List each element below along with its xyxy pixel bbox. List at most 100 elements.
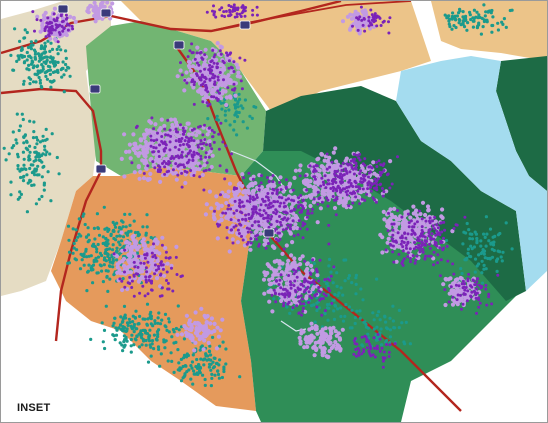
lavender-point	[293, 168, 298, 173]
lavender-point	[453, 278, 458, 283]
lavender-point	[394, 243, 399, 248]
purple-point	[216, 89, 220, 93]
lavender-point	[169, 263, 174, 268]
purple-point	[333, 198, 336, 202]
teal-point	[124, 337, 128, 341]
teal-point	[102, 328, 107, 332]
teal-point	[37, 54, 42, 58]
teal-point	[90, 244, 95, 248]
purple-point	[240, 200, 244, 204]
lavender-point	[440, 207, 445, 212]
lavender-point	[393, 215, 398, 220]
purple-point	[282, 247, 286, 251]
purple-point	[330, 160, 334, 164]
lavender-point	[267, 277, 272, 282]
teal-point	[472, 8, 476, 12]
teal-point	[223, 113, 227, 117]
purple-point	[164, 133, 168, 137]
purple-point	[353, 157, 357, 161]
lavender-point	[142, 151, 147, 156]
purple-point	[181, 126, 185, 130]
teal-point	[140, 343, 144, 347]
teal-point	[490, 30, 494, 34]
teal-point	[469, 244, 473, 248]
teal-point	[472, 245, 476, 249]
purple-point	[305, 215, 309, 219]
lavender-point	[320, 350, 325, 355]
teal-point	[486, 256, 490, 261]
teal-point	[20, 55, 24, 59]
purple-point	[417, 243, 421, 247]
purple-point	[439, 258, 443, 262]
purple-point	[432, 250, 436, 254]
purple-point	[345, 193, 349, 197]
purple-point	[395, 240, 398, 244]
teal-point	[477, 21, 481, 25]
teal-point	[111, 265, 115, 269]
purple-point	[427, 234, 431, 238]
lavender-point	[425, 216, 430, 221]
purple-point	[57, 31, 61, 34]
lavender-point	[318, 344, 323, 349]
purple-point	[367, 175, 370, 179]
teal-point	[35, 65, 39, 69]
lavender-point	[136, 153, 141, 158]
purple-point	[295, 275, 299, 279]
purple-point	[45, 21, 49, 25]
teal-point	[496, 257, 500, 261]
purple-point	[255, 211, 259, 215]
teal-point	[211, 360, 215, 364]
lavender-point	[221, 88, 226, 93]
teal-point	[137, 345, 142, 349]
lavender-point	[146, 177, 151, 182]
purple-point	[391, 233, 395, 237]
purple-point	[351, 185, 355, 188]
lavender-point	[162, 273, 167, 278]
lavender-point	[304, 262, 310, 267]
purple-point	[287, 300, 291, 304]
purple-point	[179, 139, 183, 143]
purple-point	[282, 201, 286, 205]
lavender-point	[318, 338, 323, 343]
lavender-point	[40, 23, 45, 28]
lavender-point	[135, 146, 140, 151]
purple-point	[163, 172, 167, 176]
purple-point	[198, 124, 202, 128]
teal-point	[86, 233, 91, 237]
purple-point	[314, 267, 318, 271]
teal-point	[353, 321, 357, 326]
teal-point	[445, 16, 449, 20]
purple-point	[213, 209, 216, 213]
purple-point	[271, 180, 275, 184]
lavender-point	[291, 225, 296, 230]
lavender-point	[206, 340, 211, 345]
lavender-point	[201, 347, 206, 352]
teal-point	[95, 250, 99, 254]
purple-point	[312, 165, 316, 169]
purple-point	[302, 302, 306, 306]
purple-point	[358, 152, 362, 156]
teal-point	[501, 250, 505, 254]
teal-point	[203, 377, 207, 382]
teal-point	[120, 239, 124, 243]
teal-point	[354, 292, 358, 296]
purple-point	[323, 174, 327, 178]
teal-point	[339, 314, 343, 319]
lavender-point	[122, 174, 127, 179]
purple-point	[435, 223, 439, 227]
lavender-point	[176, 134, 181, 139]
purple-point	[305, 227, 309, 231]
teal-point	[209, 384, 213, 388]
teal-point	[216, 372, 221, 377]
teal-point	[113, 225, 118, 229]
teal-point	[166, 359, 170, 363]
purple-point	[400, 261, 404, 265]
purple-point	[328, 165, 332, 169]
purple-point	[222, 78, 225, 82]
purple-point	[372, 186, 376, 190]
teal-point	[208, 344, 212, 348]
lavender-point	[195, 333, 200, 338]
teal-point	[43, 41, 47, 45]
